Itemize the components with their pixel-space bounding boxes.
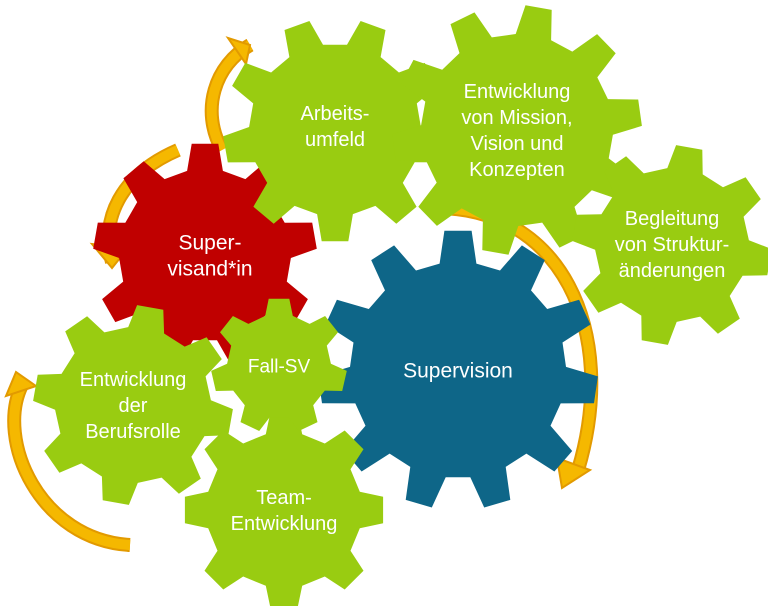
arrow-head xyxy=(225,36,252,67)
gear-label-line: Arbeits- xyxy=(301,103,370,125)
gear-label-line: Vision und xyxy=(470,133,563,155)
gear-label-line: Super- xyxy=(178,231,241,254)
gear-label: Super-visand*in xyxy=(167,231,252,280)
arrow-top-left xyxy=(204,36,254,154)
gear-fall-sv: Fall-SV xyxy=(211,298,347,431)
gear-label-line: Entwicklung xyxy=(231,513,338,535)
gear-icon xyxy=(211,298,347,431)
gear-label-line: Begleitung xyxy=(625,208,720,230)
gear-label: Supervision xyxy=(403,359,513,382)
gear-label-line: Berufsrolle xyxy=(85,421,181,443)
gear-begleitung: Begleitung von Struktur-änderungen xyxy=(572,145,768,345)
gear-label-line: von Struktur- xyxy=(615,234,729,256)
gear-label: Arbeits-umfeld xyxy=(301,103,370,151)
arrow-shaft xyxy=(9,382,131,550)
gear-icon xyxy=(392,5,642,255)
gear-label-line: Entwicklung xyxy=(464,81,571,103)
gear-label-line: Entwicklung xyxy=(80,369,187,391)
gear-label-line: Konzepten xyxy=(469,159,565,181)
gear-icon xyxy=(318,230,598,508)
gear-label-line: visand*in xyxy=(167,257,252,280)
gear-icon xyxy=(33,305,233,505)
gear-arbeitsumfeld: Arbeits-umfeld xyxy=(223,21,447,242)
gears-layer: Super-visand*inArbeits-umfeldEntwicklung… xyxy=(33,5,768,606)
gear-icon xyxy=(223,21,447,242)
gear-label-line: der xyxy=(119,395,148,417)
gear-teamentwicklung: Team- Entwicklung xyxy=(184,410,384,606)
arrow-head xyxy=(4,370,39,398)
gear-label: Team- Entwicklung xyxy=(231,487,338,535)
gear-icon xyxy=(184,410,384,606)
gear-label: Begleitung von Struktur-änderungen xyxy=(615,208,729,282)
gear-icon xyxy=(572,145,768,345)
gear-label-line: von Mission, xyxy=(461,107,572,129)
gear-label-line: änderungen xyxy=(619,260,726,282)
gear-label-line: Fall-SV xyxy=(248,357,311,378)
gear-label: Fall-SV xyxy=(248,357,311,378)
gear-supervision: Supervision xyxy=(318,230,598,508)
arrow-head xyxy=(555,456,593,490)
arrow-bottom-left xyxy=(4,370,131,552)
gear-label-line: Team- xyxy=(256,487,312,509)
gear-label-line: Supervision xyxy=(403,359,513,382)
gear-label-line: umfeld xyxy=(305,129,365,151)
